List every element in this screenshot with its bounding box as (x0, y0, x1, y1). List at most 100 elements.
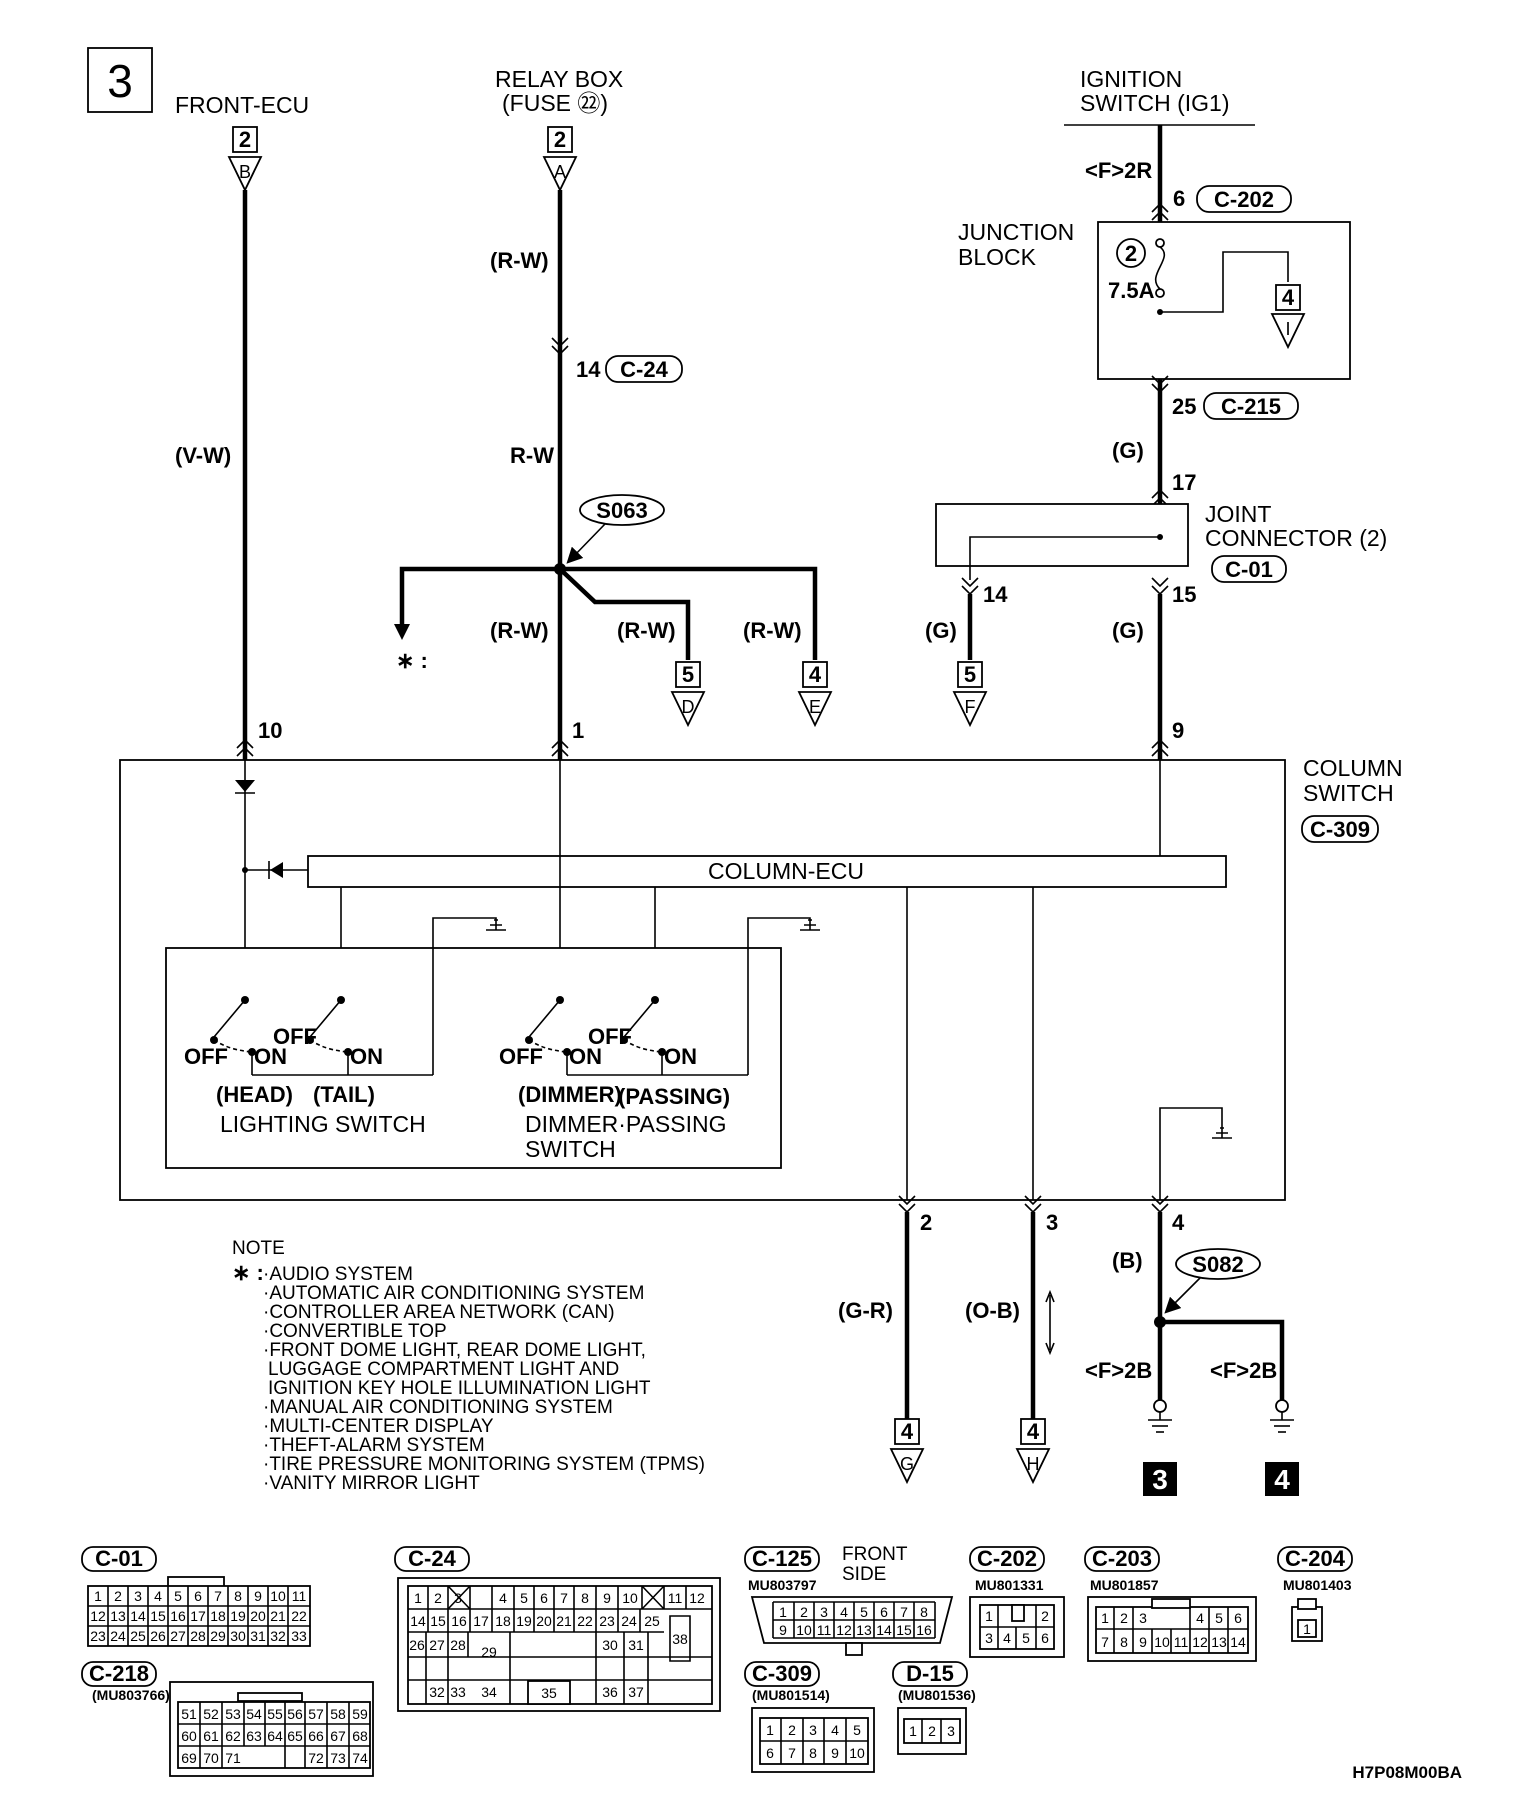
wire-label-o-b: (O-B) (965, 1298, 1020, 1323)
svg-text:8: 8 (581, 1590, 589, 1606)
svg-text:15: 15 (896, 1622, 912, 1638)
svg-text:19: 19 (516, 1613, 532, 1629)
svg-text:1: 1 (909, 1723, 917, 1739)
svg-text:20: 20 (250, 1608, 266, 1624)
lighting-ground-icon (486, 919, 506, 931)
d15-part: (MU801536) (898, 1687, 976, 1703)
svg-text:14: 14 (1230, 1634, 1246, 1650)
note-line: ·VANITY MIRROR LIGHT (263, 1473, 480, 1494)
note-line: IGNITION KEY HOLE ILLUMINATION LIGHT (268, 1378, 651, 1399)
svg-text:23: 23 (90, 1628, 106, 1644)
joint-connector-label-2: CONNECTOR (2) (1205, 525, 1387, 551)
tag-c309-detail (744, 1661, 820, 1687)
connector-mark-c01-14 (961, 577, 979, 596)
connector-mark-c01-15 (1151, 577, 1169, 596)
c125-part: MU803797 (748, 1577, 817, 1593)
internal-ground-wire (1159, 1107, 1223, 1200)
pin-9: 9 (1172, 718, 1184, 743)
tag-c24 (605, 355, 683, 383)
svg-text:60: 60 (181, 1728, 197, 1744)
svg-text:16: 16 (170, 1608, 186, 1624)
svg-text:15: 15 (150, 1608, 166, 1624)
svg-text:8: 8 (920, 1604, 928, 1620)
svg-text:53: 53 (225, 1706, 241, 1722)
svg-text:5: 5 (174, 1588, 182, 1604)
column-switch-label-2: SWITCH (1303, 780, 1394, 806)
dimmer-off: OFF (499, 1044, 543, 1069)
svg-text:74: 74 (352, 1750, 368, 1766)
tail-label: (TAIL) (313, 1082, 375, 1107)
svg-text:3: 3 (809, 1722, 817, 1738)
svg-text:3: 3 (1139, 1610, 1147, 1626)
svg-text:66: 66 (308, 1728, 324, 1744)
svg-text:1: 1 (1303, 1621, 1311, 1637)
passing-on: ON (664, 1044, 697, 1069)
diode-2 (270, 862, 283, 878)
svg-text:10: 10 (1154, 1634, 1170, 1650)
note-list: ·AUDIO SYSTEM ·AUTOMATIC AIR CONDITIONIN… (263, 1264, 705, 1494)
svg-text:36: 36 (602, 1684, 618, 1700)
wire-label-b: (B) (1112, 1248, 1143, 1273)
tag-c01 (1211, 555, 1287, 583)
branch-star-arrow (394, 624, 410, 640)
pin-15: 15 (1172, 582, 1196, 607)
wire-label-r-w: R-W (510, 443, 554, 468)
svg-text:57: 57 (308, 1706, 324, 1722)
fuse-number: 2 (1125, 241, 1137, 266)
dp-ground-icon (800, 919, 820, 931)
passing-switch (620, 996, 666, 1075)
note-line: ·CONVERTIBLE TOP (263, 1321, 447, 1342)
note-star-marker: ∗ : (396, 648, 428, 673)
svg-text:9: 9 (831, 1745, 839, 1761)
svg-text:C-24: C-24 (620, 357, 668, 382)
svg-text:9: 9 (254, 1588, 262, 1604)
connector-mark-pin1 (551, 738, 569, 757)
svg-text:D-15: D-15 (906, 1661, 954, 1686)
svg-text:4: 4 (831, 1722, 839, 1738)
pin-6: 6 (1173, 186, 1185, 211)
svg-text:4: 4 (1196, 1610, 1204, 1626)
svg-text:C-203: C-203 (1092, 1546, 1152, 1571)
svg-text:24: 24 (110, 1628, 126, 1644)
svg-text:5: 5 (682, 662, 694, 687)
relay-box-fuse-label: (FUSE ㉒) (502, 90, 608, 116)
fuse-terminal-top (1155, 238, 1165, 248)
branch-e (560, 566, 818, 660)
svg-text:3: 3 (985, 1630, 993, 1646)
svg-text:5: 5 (860, 1604, 868, 1620)
svg-text:2: 2 (434, 1590, 442, 1606)
svg-text:A: A (554, 162, 566, 182)
wire-label-g-r: (G-R) (838, 1298, 893, 1323)
page-number: 3 (107, 55, 133, 107)
note-star: ∗ : (232, 1260, 264, 1285)
svg-text:9: 9 (779, 1622, 787, 1638)
svg-text:12: 12 (836, 1622, 852, 1638)
svg-text:21: 21 (556, 1613, 572, 1629)
svg-text:C-309: C-309 (1310, 817, 1370, 842)
ref-h: 4 H (1015, 1418, 1051, 1485)
svg-text:73: 73 (330, 1750, 346, 1766)
dp-ground-wire (747, 917, 811, 1075)
ground-pos-2: <F>2B (1210, 1358, 1277, 1383)
svg-text:25: 25 (644, 1613, 660, 1629)
c125-side-label-2: SIDE (842, 1564, 886, 1585)
c203-part: MU801857 (1090, 1577, 1159, 1593)
svg-text:4: 4 (1274, 1464, 1290, 1495)
svg-text:D: D (682, 697, 695, 717)
pin-14-c24: 14 (576, 357, 601, 382)
tag-c125-detail (744, 1546, 820, 1572)
ref-e: 4 E (797, 661, 833, 728)
connector-mark-c215 (1151, 375, 1169, 394)
note-line: ·THEFT-ALARM SYSTEM (263, 1435, 485, 1456)
svg-text:32: 32 (429, 1684, 445, 1700)
svg-text:4: 4 (809, 662, 822, 687)
svg-text:4: 4 (1003, 1630, 1011, 1646)
c309-part: (MU801514) (752, 1687, 830, 1703)
junction-block-label-1: JUNCTION (958, 219, 1074, 245)
svg-text:11: 11 (668, 1590, 683, 1606)
svg-text:51: 51 (181, 1706, 197, 1722)
tag-c24-detail (394, 1546, 470, 1572)
note-line: ·FRONT DOME LIGHT, REAR DOME LIGHT, (263, 1340, 646, 1361)
splice-s063-pointer (566, 523, 606, 564)
